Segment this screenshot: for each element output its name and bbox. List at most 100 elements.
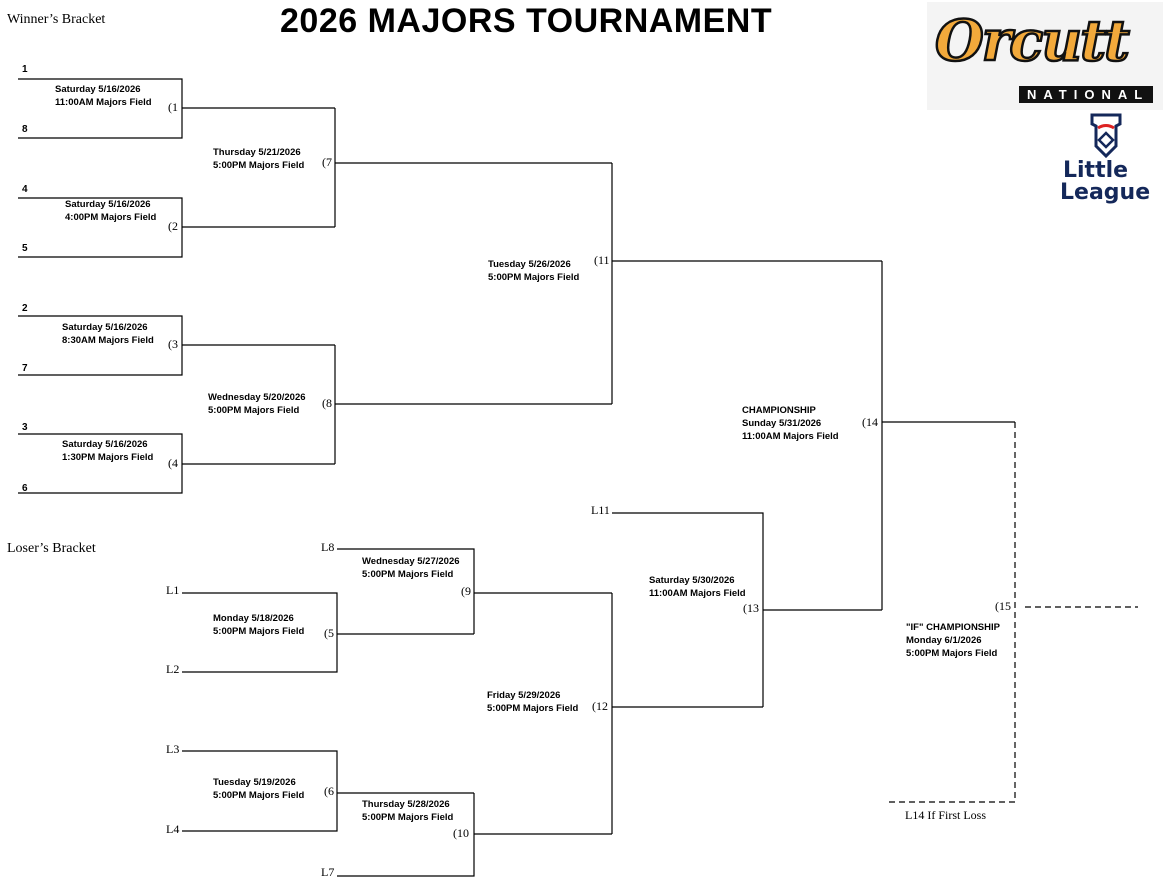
league-text: League xyxy=(1060,180,1151,205)
losers-bracket-label: Loser’s Bracket xyxy=(7,541,96,556)
game-13-info: Saturday 5/30/2026 11:00AM Majors Field xyxy=(649,574,746,600)
game-11-lines xyxy=(611,163,882,404)
game-2-info: Saturday 5/16/2026 4:00PM Majors Field xyxy=(65,198,156,224)
slot-l11: L11 xyxy=(591,503,610,517)
seed-1: 1 xyxy=(22,64,28,75)
game-time: 11:00AM Majors Field xyxy=(742,431,839,442)
game-time: 5:00PM Majors Field xyxy=(213,790,305,801)
game-date: Wednesday 5/27/2026 xyxy=(362,556,460,567)
game-5-info: Monday 5/18/2026 5:00PM Majors Field xyxy=(213,612,304,638)
game-1-info: Saturday 5/16/2026 11:00AM Majors Field xyxy=(55,83,152,109)
page-title: 2026 MAJORS TOURNAMENT xyxy=(280,2,773,40)
slot-l14: L14 If First Loss xyxy=(905,808,986,822)
seed-6: 6 xyxy=(22,483,28,494)
game-9-lines xyxy=(337,548,612,634)
game-time: 8:30AM Majors Field xyxy=(62,335,154,346)
slot-l1: L1 xyxy=(166,583,180,597)
winners-bracket-label: Winner’s Bracket xyxy=(7,12,106,27)
game-12-lines xyxy=(611,593,763,834)
game-3-lines xyxy=(18,315,335,376)
game-4-info: Saturday 5/16/2026 1:30PM Majors Field xyxy=(62,438,153,464)
game-7-number: (7 xyxy=(322,155,332,169)
game-14-lines xyxy=(881,261,1015,610)
game-date: Monday 6/1/2026 xyxy=(906,635,982,646)
slot-l7: L7 xyxy=(321,865,335,879)
game-1-lines xyxy=(18,78,335,139)
game-label: CHAMPIONSHIP xyxy=(742,405,816,416)
game-date: Monday 5/18/2026 xyxy=(213,613,294,624)
game-6-info: Tuesday 5/19/2026 5:00PM Majors Field xyxy=(213,776,304,802)
game-11-info: Tuesday 5/26/2026 5:00PM Majors Field xyxy=(488,258,579,284)
game-6-lines xyxy=(182,750,474,832)
game-10-info: Thursday 5/28/2026 5:00PM Majors Field xyxy=(362,798,453,824)
game-9-number: (9 xyxy=(461,584,471,598)
game-14-number: (14 xyxy=(862,415,878,429)
game-6-number: (6 xyxy=(324,784,334,798)
game-date: Thursday 5/21/2026 xyxy=(213,147,301,158)
game-3-number: (3 xyxy=(168,337,178,351)
seed-7: 7 xyxy=(22,363,28,374)
game-time: 1:30PM Majors Field xyxy=(62,452,154,463)
game-10-lines xyxy=(337,793,612,877)
game-label: "IF" CHAMPIONSHIP xyxy=(906,622,1000,633)
game-12-info: Friday 5/29/2026 5:00PM Majors Field xyxy=(487,689,578,715)
seed-2: 2 xyxy=(22,303,28,314)
game-date: Saturday 5/16/2026 xyxy=(55,84,141,95)
slot-l3: L3 xyxy=(166,742,180,756)
game-3-info: Saturday 5/16/2026 8:30AM Majors Field xyxy=(62,321,154,347)
game-time: 5:00PM Majors Field xyxy=(487,703,579,714)
game-2-number: (2 xyxy=(168,219,178,233)
game-8-lines xyxy=(334,345,612,464)
game-13-lines xyxy=(612,512,882,707)
game-15-info: "IF" CHAMPIONSHIP Monday 6/1/2026 5:00PM M… xyxy=(906,621,1000,660)
game-time: 11:00AM Majors Field xyxy=(649,588,746,599)
game-date: Tuesday 5/19/2026 xyxy=(213,777,296,788)
game-4-number: (4 xyxy=(168,456,178,470)
game-date: Tuesday 5/26/2026 xyxy=(488,259,571,270)
game-time: 5:00PM Majors Field xyxy=(362,812,454,823)
seed-3: 3 xyxy=(22,422,28,433)
national-wordmark: NATIONAL xyxy=(1019,86,1154,103)
game-date: Saturday 5/30/2026 xyxy=(649,575,735,586)
game-5-number: (5 xyxy=(324,626,334,640)
game-time: 11:00AM Majors Field xyxy=(55,97,152,108)
game-date: Thursday 5/28/2026 xyxy=(362,799,450,810)
game-date: Sunday 5/31/2026 xyxy=(742,418,822,429)
game-time: 5:00PM Majors Field xyxy=(213,626,305,637)
seed-5: 5 xyxy=(22,243,28,254)
little-text: Little xyxy=(1063,158,1129,183)
game-date: Saturday 5/16/2026 xyxy=(65,199,151,210)
slot-l4: L4 xyxy=(166,822,180,836)
game-7-info: Thursday 5/21/2026 5:00PM Majors Field xyxy=(213,146,304,172)
game-5-lines xyxy=(182,592,474,673)
game-15-dashed-lines xyxy=(885,422,1138,803)
game-9-info: Wednesday 5/27/2026 5:00PM Majors Field xyxy=(362,555,460,581)
game-date: Saturday 5/16/2026 xyxy=(62,439,148,450)
slot-l8: L8 xyxy=(321,540,335,554)
seed-4: 4 xyxy=(22,184,28,195)
slot-l2: L2 xyxy=(166,662,180,676)
game-time: 5:00PM Majors Field xyxy=(488,272,580,283)
orcutt-national-logo: Orcutt NATIONAL xyxy=(927,2,1163,110)
game-time: 5:00PM Majors Field xyxy=(213,160,305,171)
game-date: Saturday 5/16/2026 xyxy=(62,322,148,333)
game-time: 4:00PM Majors Field xyxy=(65,212,157,223)
game-11-number: (11 xyxy=(594,253,610,267)
game-2-lines xyxy=(18,197,335,258)
game-4-lines xyxy=(18,433,335,494)
game-date: Friday 5/29/2026 xyxy=(487,690,561,701)
game-13-number: (13 xyxy=(743,601,759,615)
game-time: 5:00PM Majors Field xyxy=(362,569,454,580)
game-date: Wednesday 5/20/2026 xyxy=(208,392,306,403)
game-15-number: (15 xyxy=(995,599,1011,613)
game-1-number: (1 xyxy=(168,100,178,114)
game-7-lines xyxy=(334,108,612,227)
game-time: 5:00PM Majors Field xyxy=(906,648,998,659)
game-12-number: (12 xyxy=(592,699,608,713)
game-14-info: CHAMPIONSHIP Sunday 5/31/2026 11:00AM Majo… xyxy=(742,404,839,443)
game-8-number: (8 xyxy=(322,396,332,410)
